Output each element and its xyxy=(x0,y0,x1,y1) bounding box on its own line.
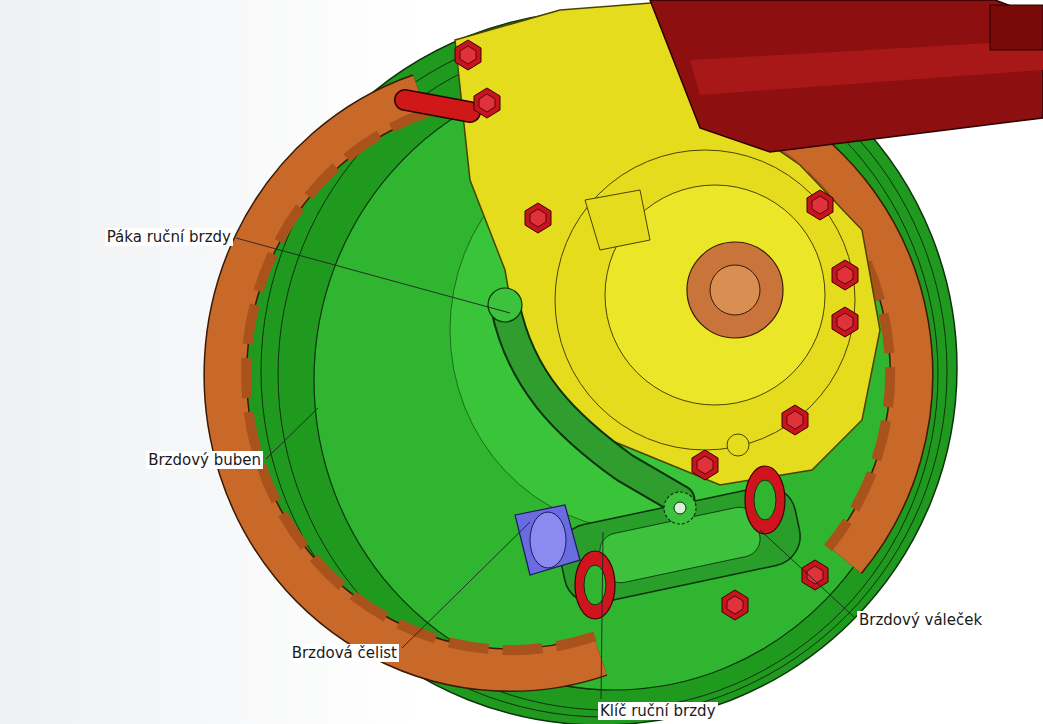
cylinder-seal xyxy=(745,466,785,534)
leader-lines xyxy=(236,238,854,699)
leader-line xyxy=(402,522,530,648)
bolt xyxy=(802,560,828,590)
part-label: Brzdový buben xyxy=(146,451,263,469)
anchor-pin xyxy=(405,100,470,112)
bolt xyxy=(692,450,718,480)
handbrake-key xyxy=(530,512,566,568)
lever-outline xyxy=(505,305,680,500)
bolt xyxy=(722,590,748,620)
washer xyxy=(727,434,749,456)
adjuster-gear xyxy=(674,502,686,514)
cylinder-piston xyxy=(754,480,776,520)
anchor-pin xyxy=(405,100,470,112)
bolt xyxy=(807,190,833,220)
hub-ring xyxy=(555,150,855,450)
hub-nut xyxy=(687,242,783,338)
part-label: Brzdový váleček xyxy=(857,611,984,629)
leader-line xyxy=(601,532,603,699)
handbrake-key xyxy=(515,505,580,575)
axle-thread xyxy=(990,5,1043,50)
leader-line xyxy=(236,238,510,313)
adjuster-gear xyxy=(664,492,696,524)
axle-tube xyxy=(650,0,1043,152)
wheel-cylinder xyxy=(554,481,805,609)
bolt xyxy=(782,405,808,435)
hub-nut xyxy=(710,265,760,315)
part-label: Páka ruční brzdy xyxy=(105,228,233,246)
cylinder-body xyxy=(554,481,805,609)
bolt xyxy=(455,40,481,70)
part-label: Brzdová čelist xyxy=(290,644,399,662)
bolt xyxy=(474,88,500,118)
lever-pivot xyxy=(488,288,522,322)
bolt xyxy=(832,307,858,337)
leader-line xyxy=(266,408,318,459)
bolt xyxy=(832,260,858,290)
part-label: Klíč ruční brzdy xyxy=(598,702,718,720)
hub-bracket xyxy=(585,190,650,250)
cylinder-seal xyxy=(575,551,615,619)
bolt xyxy=(525,203,551,233)
handbrake-lever xyxy=(505,305,680,500)
leader-line xyxy=(760,530,854,617)
